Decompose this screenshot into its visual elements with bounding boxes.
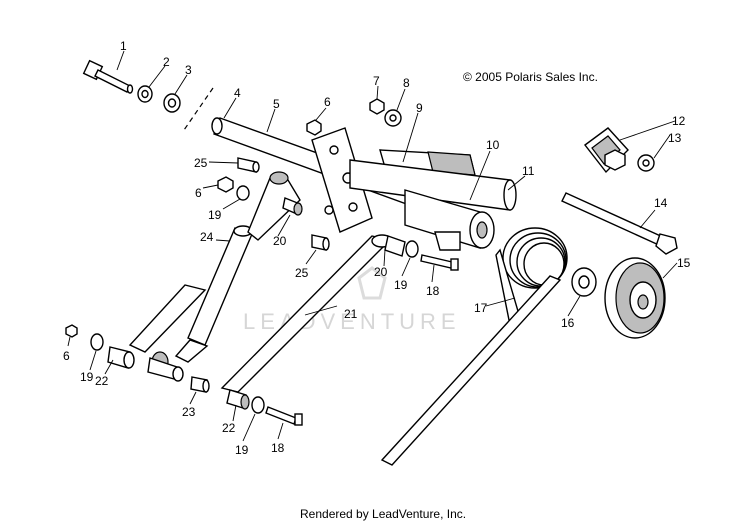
part-18-bolt-a [420, 254, 459, 271]
callout-21: 21 [344, 307, 358, 321]
callout-11: 11 [522, 164, 535, 178]
callout-22-left: 22 [95, 374, 109, 388]
callout-19-left: 19 [80, 370, 94, 384]
part-25-bushing-top [237, 157, 260, 173]
leader-lines [67, 50, 678, 442]
part-6-nut-b [306, 119, 322, 136]
callout-2: 2 [163, 55, 170, 69]
part-19-washer-d [251, 396, 265, 414]
part-24-shock [128, 225, 253, 382]
part-14-long-bolt [561, 192, 678, 255]
part-upper-arm [247, 171, 303, 241]
callout-7: 7 [373, 74, 380, 88]
part-19-washer-a [236, 185, 250, 201]
callout-6-mid: 6 [195, 186, 202, 200]
callout-14: 14 [654, 196, 668, 210]
callout-20-upper: 20 [273, 234, 287, 248]
callout-19-bottom: 19 [235, 443, 249, 457]
callout-5: 5 [273, 97, 280, 111]
callout-23: 23 [182, 405, 196, 419]
part-6-nut-a [217, 176, 234, 193]
part-15-idler-wheel [604, 257, 666, 339]
callout-15: 15 [677, 256, 691, 270]
callout-8: 8 [403, 76, 410, 90]
callout-16: 16 [561, 316, 575, 330]
callout-4: 4 [234, 86, 241, 100]
part-19-washer-c [405, 240, 419, 258]
part-25-bushing-mid [311, 234, 330, 251]
copyright-text: © 2005 Polaris Sales Inc. [463, 70, 598, 84]
separator-dashed-line [183, 87, 214, 131]
callout-25-mid: 25 [295, 266, 309, 280]
callout-24: 24 [200, 230, 214, 244]
callout-6-low: 6 [63, 349, 70, 363]
callout-17: 17 [474, 301, 488, 315]
callout-20-lower: 20 [374, 265, 388, 279]
callout-22-lower: 22 [222, 421, 236, 435]
part-10-main-shaft [349, 159, 517, 251]
callout-1: 1 [120, 39, 127, 53]
part-6-nut-c [65, 324, 78, 338]
part-17-torsion-spring [380, 227, 568, 466]
callout-6-top: 6 [324, 95, 331, 109]
callout-12: 12 [672, 114, 686, 128]
part-22-bushing-a [107, 346, 135, 369]
callout-13: 13 [668, 131, 682, 145]
callout-19-top: 19 [208, 208, 222, 222]
part-1-bolt [82, 59, 134, 94]
callout-19-mid: 19 [394, 278, 408, 292]
callout-9: 9 [416, 101, 423, 115]
part-18-bolt-b [265, 406, 303, 426]
callout-labels: 1 2 3 4 5 6 6 6 7 8 9 10 11 12 13 14 15 … [63, 39, 691, 457]
callout-3: 3 [185, 63, 192, 77]
part-20-bushing-lower [226, 389, 250, 410]
part-19-washer-b [90, 333, 104, 351]
part-23-bushing [190, 376, 210, 393]
footer-text: Rendered by LeadVenture, Inc. [300, 507, 466, 521]
callout-25-top: 25 [194, 156, 208, 170]
part-12-clip [584, 127, 629, 174]
callout-18-upper: 18 [426, 284, 440, 298]
callout-18-lower: 18 [271, 441, 285, 455]
callout-10: 10 [486, 138, 500, 152]
part-7-nut [369, 98, 385, 115]
